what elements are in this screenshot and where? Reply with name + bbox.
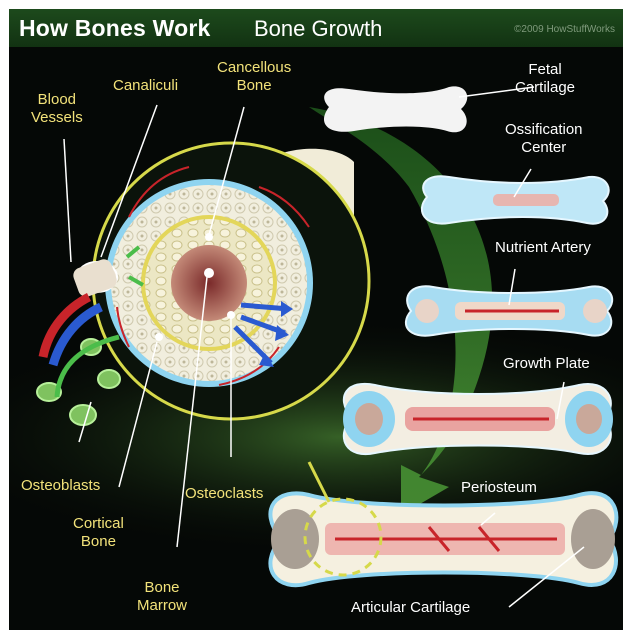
label-osteoclasts: Osteoclasts [185, 485, 263, 503]
label-periosteum: Periosteum [461, 479, 537, 497]
label-growth-plate: Growth Plate [503, 355, 590, 373]
title-light: Bone Growth [254, 16, 382, 42]
label-canaliculi: Canaliculi [113, 77, 178, 95]
diagram-frame: How Bones Work Bone Growth ©2009 HowStuf… [9, 9, 623, 630]
stage-fetal-cartilage [324, 86, 467, 132]
label-articular-cartilage: Articular Cartilage [351, 599, 470, 617]
label-osteoblasts: Osteoblasts [21, 477, 100, 495]
label-nutrient-artery: Nutrient Artery [495, 239, 591, 257]
copyright-text: ©2009 HowStuffWorks [514, 24, 615, 35]
header-bar: How Bones Work Bone Growth ©2009 HowStuf… [9, 9, 623, 47]
bone-marrow [171, 245, 247, 321]
title-bold: How Bones Work [19, 15, 211, 42]
